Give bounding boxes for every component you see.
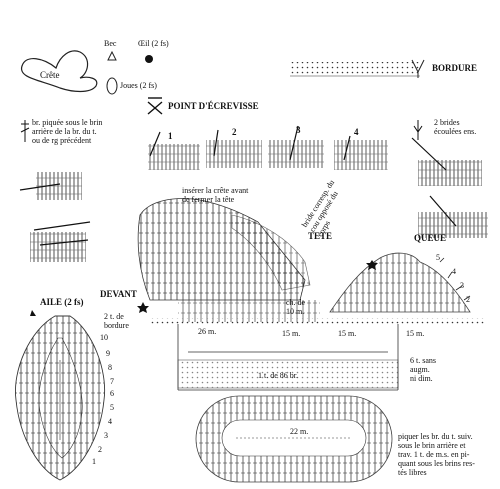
- bottom-oval: [195, 395, 393, 483]
- aile-row-4: 4: [108, 417, 112, 426]
- joues-label: Joues (2 fs): [120, 81, 157, 90]
- piquer-note: piquer les br. du t. suiv. sous le brin …: [398, 432, 475, 477]
- base-chain: [150, 318, 484, 324]
- point-ecrevisse-label: POINT D'ÉCREVISSE: [168, 101, 259, 111]
- step-2: 2: [232, 127, 237, 137]
- bec-shape: [107, 50, 117, 61]
- step-1: 1: [168, 131, 173, 141]
- aile-row-8: 8: [108, 363, 112, 372]
- aile-title: AILE (2 fs): [40, 297, 84, 307]
- m15a-label: 15 m.: [282, 329, 301, 338]
- queue-row-4: 4: [452, 267, 456, 276]
- crete-shape: [21, 50, 98, 93]
- oeil-label: Œil (2 fs): [138, 39, 169, 48]
- bec-label: Bec: [104, 39, 117, 48]
- devant-label: DEVANT: [100, 289, 137, 299]
- six-t-note: 6 t. sans augm. ni dim.: [410, 356, 436, 383]
- m15b-label: 15 m.: [338, 329, 357, 338]
- bordure-label: BORDURE: [432, 63, 478, 73]
- aile-marker: [30, 310, 36, 316]
- un-t-label: 1 t. de 86 br.: [258, 371, 298, 380]
- m15c-label: 15 m.: [406, 329, 425, 338]
- left-swatches: [19, 120, 91, 262]
- aile-bordure-note: 2 t. de bordure: [104, 312, 129, 330]
- step-3: 3: [296, 125, 301, 135]
- right-swatches: [411, 120, 488, 238]
- aile-row-3: 3: [104, 431, 108, 440]
- aile-row-2: 2: [98, 445, 102, 454]
- bordure-strip: [290, 59, 425, 78]
- br-piquee-note: br. piquée sous le brin arrière de la br…: [32, 118, 103, 145]
- head-chart: [137, 198, 311, 301]
- m26-label: 26 m.: [198, 327, 217, 336]
- aile-row-1: 1: [92, 457, 96, 466]
- step-swatches: [148, 125, 388, 170]
- point-ecrevisse-icon: [147, 97, 163, 115]
- aile-row-10: 10: [100, 333, 108, 342]
- neck-chart: [178, 300, 320, 322]
- queue-row-5: 5: [436, 253, 440, 262]
- aile-row-6: 6: [110, 389, 114, 398]
- queue-row-2: 2: [466, 295, 470, 304]
- aile-row-7: 7: [110, 377, 114, 386]
- deux-brides-note: 2 brides écoulées ens.: [434, 118, 477, 136]
- inserer-note: insérer la crête avant de fermer la tête: [182, 186, 249, 204]
- tail-chart: [329, 252, 471, 313]
- queue-star: [366, 260, 378, 270]
- devant-star: [137, 302, 149, 313]
- step-4: 4: [354, 127, 359, 137]
- crete-label: Crête: [40, 70, 60, 80]
- joues-shape: [106, 77, 118, 95]
- queue-row-3: 3: [460, 281, 464, 290]
- queue-label: QUEUE: [414, 233, 447, 243]
- body-frame: [177, 324, 399, 391]
- tete-label: TETE: [308, 231, 333, 241]
- aile-row-9: 9: [106, 349, 110, 358]
- aile-row-5: 5: [110, 403, 114, 412]
- m22-label: 22 m.: [290, 427, 309, 436]
- oeil-shape: [145, 55, 153, 63]
- wing-chart: [14, 315, 106, 481]
- ch-note: ch. de 10 m.: [286, 298, 306, 316]
